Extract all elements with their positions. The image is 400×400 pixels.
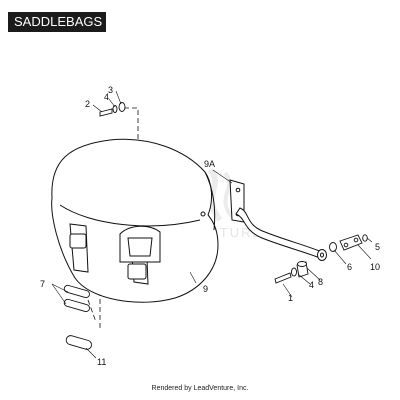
reflector-part-7-upper: [63, 284, 90, 299]
callout-10: 10: [370, 262, 380, 272]
callout-3: 3: [108, 85, 113, 95]
callout-9a: 9A: [204, 159, 215, 169]
leader-lines: [51, 90, 373, 359]
washer-part-6: [329, 242, 337, 252]
plate-part-10-hole-a: [343, 242, 349, 248]
saddlebag-lid-seam: [59, 204, 201, 227]
spacer-part-8-end: [297, 261, 307, 267]
bottom-screw-assembly: [274, 261, 309, 284]
saddlebag-rivet: [200, 211, 206, 217]
callout-6: 6: [347, 262, 352, 272]
reflector-part-7-lower: [63, 298, 90, 313]
callout-4-bottom: 4: [309, 280, 314, 290]
plate-part-10-hole-b: [353, 237, 359, 243]
strap-buckle-right: [127, 263, 147, 280]
reflectors: [63, 284, 92, 350]
bracket-hole-top: [235, 187, 241, 193]
callout-7: 7: [40, 279, 45, 289]
credit-text: Rendered by LeadVenture, Inc.: [151, 385, 249, 392]
washer-part-4-bottom: [291, 267, 297, 277]
mounting-bracket-part-9a: [229, 179, 327, 261]
reflector-part-11: [65, 335, 92, 350]
callout-2: 2: [85, 99, 90, 109]
watermark-logo: [207, 167, 234, 222]
screw-part-1: [274, 272, 292, 284]
callout-5: 5: [375, 242, 380, 252]
bracket-arm-eye-hole: [320, 252, 324, 258]
washer-part-5: [362, 234, 368, 242]
callout-8: 8: [318, 277, 323, 287]
callout-1: 1: [288, 293, 293, 303]
right-hardware: [329, 234, 368, 252]
washer-part-4-top: [112, 105, 118, 113]
nut-part-3: [118, 102, 126, 112]
saddlebag-part-9: [51, 138, 219, 303]
bracket-arm: [235, 207, 323, 259]
callout-4-top: 4: [104, 92, 109, 102]
page-title: SADDLEBAGS: [8, 12, 106, 32]
top-screw-assembly: [99, 102, 126, 117]
screw-part-2: [99, 108, 113, 117]
saddlebag-latch-mechanism: [127, 237, 153, 257]
callout-9: 9: [203, 284, 208, 294]
strap-buckle-left: [69, 233, 87, 249]
plate-part-10: [339, 234, 363, 251]
callout-labels: 2 4 3 9 9A 1 4 8 6 10 5 7 11: [40, 85, 380, 367]
saddlebag-rear-edge: [204, 171, 216, 231]
callout-11: 11: [97, 357, 106, 367]
